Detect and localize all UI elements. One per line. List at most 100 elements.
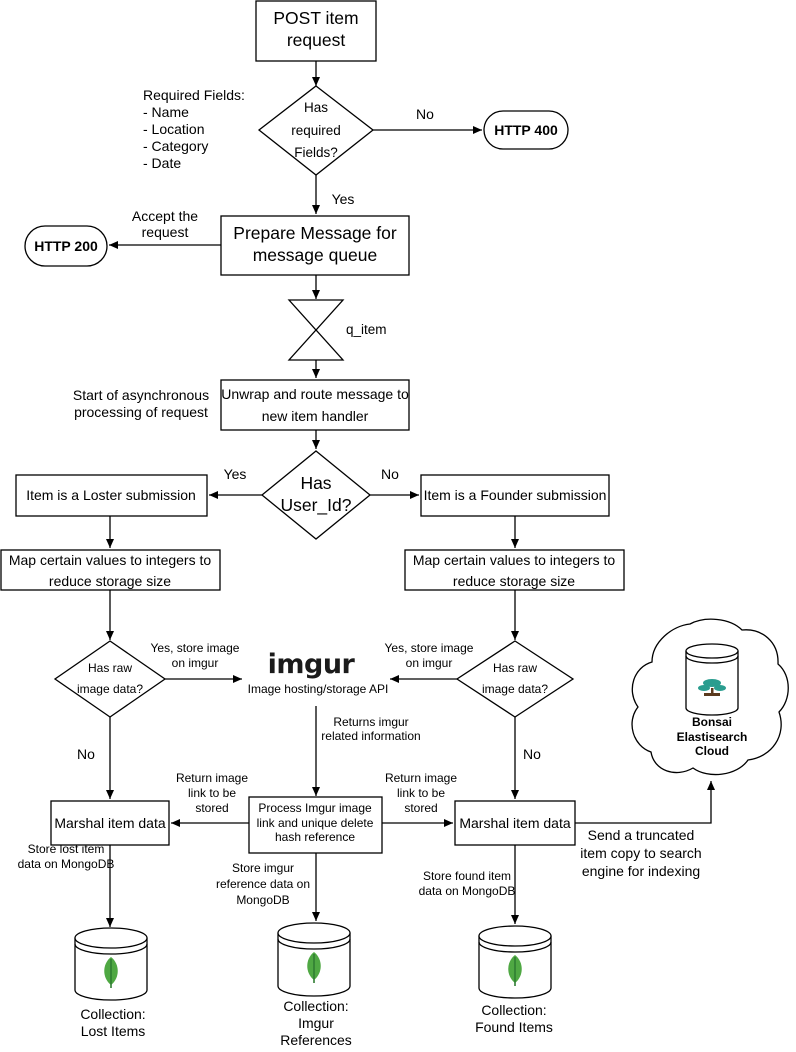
bonsai-tree-icon	[698, 679, 726, 696]
store-imgur-right-line-2: on imgur	[406, 656, 453, 670]
return-link-left-line-3: stored	[195, 801, 228, 815]
http-200-terminal[interactable]: HTTP 200	[24, 225, 108, 267]
post-request-line-2: request	[287, 30, 346, 50]
bonsai-line-1: Bonsai	[692, 715, 732, 729]
accept-request-line-2: request	[142, 224, 189, 240]
store-imgur-left-line-1: Yes, store image	[151, 641, 240, 655]
store-found-line-1: Store found item	[423, 869, 511, 883]
returns-imgur-line-2: related information	[321, 729, 420, 743]
prepare-message-node[interactable]: Prepare Message for message queue	[220, 215, 410, 276]
process-imgur-line-2: link and unique delete	[257, 816, 374, 830]
edge-label-no-left: No	[77, 746, 95, 762]
process-imgur-line-3: hash reference	[275, 830, 355, 844]
unwrap-route-node[interactable]: Unwrap and route message to new item han…	[220, 379, 410, 431]
bonsai-cloud[interactable]: Bonsai Elastisearch Cloud	[631, 618, 789, 776]
unwrap-route-line-2: new item handler	[262, 408, 369, 424]
return-link-left-line-2: link to be	[188, 786, 236, 800]
queue-name-label: q_item	[346, 322, 387, 337]
required-field-category: - Category	[143, 138, 208, 154]
store-imgur-ref-line-2: reference data on	[216, 877, 310, 891]
cylinder-database-icon	[277, 922, 351, 997]
process-imgur-line-1: Process Imgur image	[258, 801, 372, 815]
map-values-left-node[interactable]: Map certain values to integers to reduce…	[0, 549, 221, 591]
required-fields-line-3: Fields?	[294, 145, 338, 160]
lost-db-line-1: Collection:	[80, 1006, 145, 1022]
edge-label-no-founder: No	[381, 466, 399, 482]
store-lost-line-1: Store lost item	[28, 842, 105, 856]
map-values-right-node[interactable]: Map certain values to integers to reduce…	[404, 549, 625, 591]
user-id-line-1: Has	[300, 473, 331, 493]
post-request-line-1: POST item	[273, 8, 358, 28]
prepare-message-line-2: message queue	[253, 245, 378, 265]
http-400-label: HTTP 400	[494, 122, 558, 138]
process-imgur-node[interactable]: Process Imgur image link and unique dele…	[248, 796, 383, 854]
map-values-left-line-1: Map certain values to integers to	[9, 552, 212, 568]
async-start-line-2: processing of request	[74, 404, 208, 420]
loster-submission-node[interactable]: Item is a Loster submission	[15, 474, 208, 517]
arrow-marshal-to-bonsai	[575, 781, 715, 824]
imgur-logo: imgur	[268, 649, 356, 680]
required-fields-decision[interactable]: Has required Fields?	[257, 85, 375, 176]
required-field-date: - Date	[143, 155, 181, 171]
hourglass-queue-icon[interactable]	[287, 299, 345, 361]
edge-label-yes-prepare: Yes	[332, 191, 355, 207]
http-400-terminal[interactable]: HTTP 400	[483, 110, 569, 150]
marshal-left-label: Marshal item data	[54, 815, 165, 831]
store-imgur-right-line-1: Yes, store image	[385, 641, 474, 655]
marshal-left-node[interactable]: Marshal item data	[50, 800, 170, 846]
store-imgur-ref-line-3: MongoDB	[236, 893, 289, 907]
marshal-right-label: Marshal item data	[459, 815, 570, 831]
required-fields-line-1: Has	[304, 100, 328, 115]
imgur-service[interactable]: imgur Image hosting/storage API	[248, 649, 389, 696]
send-truncated-line-3: engine for indexing	[582, 863, 700, 879]
marshal-right-node[interactable]: Marshal item data	[454, 800, 576, 846]
bonsai-line-3: Cloud	[695, 744, 729, 758]
lost-items-database[interactable]: Collection: Lost Items	[74, 927, 148, 1039]
imgur-references-database[interactable]: Collection: Imgur References	[277, 922, 352, 1048]
store-found-line-2: data on MongoDB	[419, 884, 516, 898]
edge-label-yes-loster: Yes	[224, 466, 247, 482]
return-link-right-line-3: stored	[404, 801, 437, 815]
send-truncated-line-2: item copy to search	[580, 845, 701, 861]
loster-submission-label: Item is a Loster submission	[26, 487, 196, 503]
map-values-left-line-2: reduce storage size	[49, 573, 171, 589]
store-imgur-left-line-2: on imgur	[172, 656, 219, 670]
founder-submission-node[interactable]: Item is a Founder submission	[420, 474, 610, 517]
bonsai-line-2: Elastisearch	[677, 730, 748, 744]
send-truncated-line-1: Send a truncated	[588, 827, 695, 843]
found-db-line-2: Found Items	[475, 1019, 553, 1035]
async-start-line-1: Start of asynchronous	[73, 387, 209, 403]
prepare-message-line-1: Prepare Message for	[233, 223, 397, 243]
return-link-right-line-2: link to be	[397, 786, 445, 800]
accept-request-line-1: Accept the	[132, 208, 198, 224]
required-fields-note: Required Fields: - Name - Location - Cat…	[143, 87, 245, 171]
user-id-line-2: User_Id?	[280, 495, 351, 516]
raw-image-left-decision[interactable]: Has raw image data?	[53, 640, 167, 718]
edge-label-no-400: No	[416, 106, 434, 122]
founder-submission-label: Item is a Founder submission	[424, 487, 607, 503]
user-id-decision[interactable]: Has User_Id?	[260, 450, 372, 540]
map-values-right-line-2: reduce storage size	[453, 573, 575, 589]
imgur-api-label: Image hosting/storage API	[248, 682, 389, 696]
post-request-node[interactable]: POST item request	[255, 0, 377, 62]
found-db-line-1: Collection:	[481, 1002, 546, 1018]
found-items-database[interactable]: Collection: Found Items	[475, 925, 553, 1035]
edge-label-no-right: No	[523, 746, 541, 762]
imgur-db-line-1: Collection:	[283, 998, 348, 1014]
imgur-db-line-2: Imgur	[298, 1015, 334, 1031]
raw-image-right-decision[interactable]: Has raw image data?	[455, 640, 575, 718]
required-field-location: - Location	[143, 121, 204, 137]
required-fields-line-2: required	[291, 123, 341, 138]
connectors	[106, 61, 715, 927]
store-lost-line-2: data on MongoDB	[18, 857, 115, 871]
unwrap-route-line-1: Unwrap and route message to	[221, 386, 409, 402]
returns-imgur-line-1: Returns imgur	[333, 715, 408, 729]
http-200-label: HTTP 200	[34, 238, 98, 254]
raw-image-right-line-1: Has raw	[493, 661, 537, 675]
map-values-right-line-1: Map certain values to integers to	[413, 552, 616, 568]
raw-image-left-line-2: image data?	[77, 682, 143, 696]
raw-image-right-line-2: image data?	[482, 682, 548, 696]
imgur-db-line-3: References	[280, 1032, 352, 1048]
raw-image-left-line-1: Has raw	[88, 661, 132, 675]
